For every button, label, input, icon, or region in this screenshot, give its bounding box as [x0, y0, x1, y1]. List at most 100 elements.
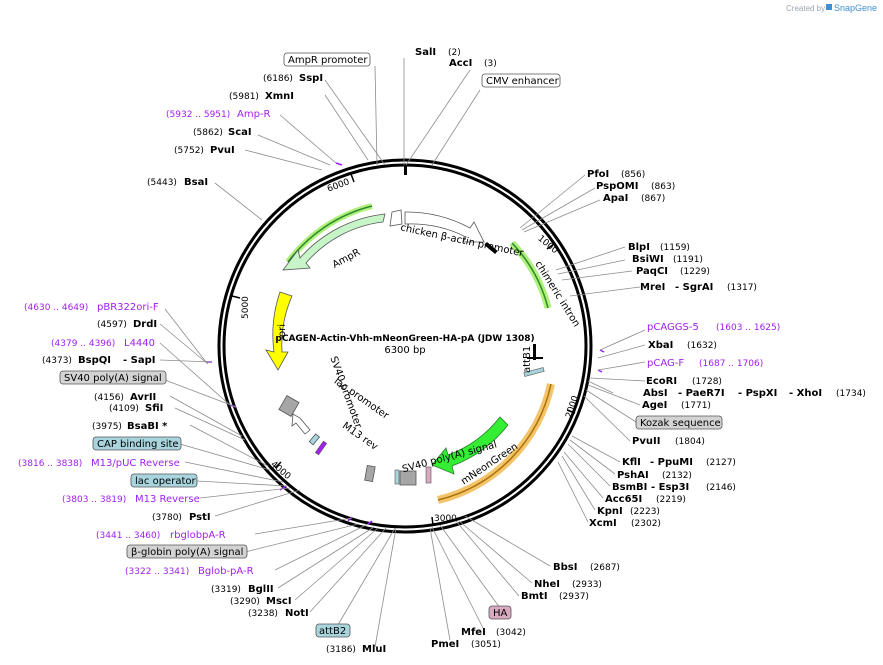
feature-label-sv40-pa[interactable]: SV40 poly(A) signal [59, 370, 167, 385]
attb2-box [394, 469, 400, 485]
enzyme-mlui[interactable]: MluI [362, 644, 386, 655]
enzyme-avrii[interactable]: AvrII [130, 392, 156, 403]
enzyme-pvui-pos: (5752) [174, 146, 204, 156]
enzyme-pspomi[interactable]: PspOMI [596, 181, 638, 192]
enzyme-pmei[interactable]: PmeI [431, 639, 459, 650]
enzyme-noti[interactable]: NotI [285, 608, 309, 619]
enzyme-scai-pos: (5862) [193, 128, 223, 138]
enzyme-psti-pos: (3780) [152, 513, 182, 523]
enzyme-psti[interactable]: PstI [189, 512, 211, 523]
enzyme-absi[interactable]: AbsI [643, 388, 668, 399]
enzyme-xmni-pos: (5981) [229, 92, 259, 102]
enzyme-msci[interactable]: MscI [266, 596, 292, 607]
leader-lines [159, 58, 646, 648]
enzyme-xcmi[interactable]: XcmI [589, 518, 617, 529]
enzyme-paqci-pos: (1229) [680, 267, 710, 277]
enzyme-ecori[interactable]: EcoRI [646, 376, 677, 387]
blpi-bar [484, 241, 498, 255]
primer-pbr322[interactable]: pBR322ori-F [97, 302, 159, 313]
enzyme-bsabi[interactable]: BsaBI * [127, 421, 168, 432]
enzyme-kpni[interactable]: KpnI [597, 506, 623, 517]
primer-m13puc[interactable]: M13/pUC Reverse [91, 458, 180, 469]
feature-label-cap-binding[interactable]: CAP binding site [92, 436, 182, 451]
chicken-actin-promoter-feature [404, 211, 485, 243]
primer-ampr[interactable]: Amp-R [237, 109, 271, 120]
enzyme-drdi[interactable]: DrdI [133, 319, 157, 330]
enzyme-pspxi[interactable]: - PspXI [738, 388, 777, 399]
enzyme-xbai[interactable]: XbaI [648, 340, 673, 351]
enzyme-bmti-pos: (2937) [559, 592, 589, 602]
enzyme-bsiwi[interactable]: BsiWI [632, 254, 664, 265]
enzyme-mrei[interactable]: MreI [640, 282, 665, 293]
svg-text:Kozak sequence: Kozak sequence [640, 418, 721, 429]
enzyme-bspqi[interactable]: BspQI [78, 355, 111, 366]
label-ampr: AmpR [331, 247, 363, 271]
enzyme-bsai[interactable]: BsaI [184, 177, 208, 188]
enzyme-sali[interactable]: SalI [415, 47, 436, 58]
cap-site-box [308, 433, 321, 446]
primer-pcaggs5[interactable]: pCAGGS-5 [647, 322, 699, 333]
enzyme-pshai-pos: (2132) [662, 471, 692, 481]
primer-m13rev[interactable]: M13 Reverse [135, 494, 200, 505]
primer-bglobpa[interactable]: Bglob-pA-R [198, 566, 254, 577]
enzyme-bglii[interactable]: BglII [248, 584, 274, 595]
enzyme-pvuii[interactable]: PvuII [632, 436, 660, 447]
enzyme-agei-pos: (1771) [681, 401, 711, 411]
feature-label-attb2[interactable]: attB2 [315, 623, 351, 638]
enzyme-bsai-pos: (5443) [147, 178, 177, 188]
primer-rbglobpa[interactable]: rbglobpA-R [170, 530, 226, 541]
enzyme-mfei[interactable]: MfeI [461, 627, 486, 638]
m13-box [314, 440, 328, 456]
enzyme-ecori-pos: (1728) [692, 377, 722, 387]
enzyme-pfoi[interactable]: PfoI [587, 169, 609, 180]
enzyme-drdi-pos: (4597) [97, 320, 127, 330]
enzyme-bbsi[interactable]: BbsI [553, 562, 577, 573]
enzyme-apai[interactable]: ApaI [603, 193, 628, 204]
enzyme-pvuii-pos: (1804) [675, 437, 705, 447]
feature-label-ampr-promoter[interactable]: AmpR promoter [283, 52, 371, 67]
enzyme-pshai[interactable]: PshAI [617, 470, 649, 481]
ampr-feature [282, 213, 386, 271]
enzyme-pvui[interactable]: PvuI [210, 145, 235, 156]
enzyme-bsmbi[interactable]: BsmBI [612, 482, 647, 493]
enzyme-nhei[interactable]: NheI [534, 579, 560, 590]
svg-text:HA: HA [493, 608, 508, 619]
enzyme-kfli[interactable]: KflI [622, 457, 641, 468]
enzyme-sfii[interactable]: SfiI [145, 403, 163, 414]
svg-text:lac operator: lac operator [135, 476, 196, 487]
enzyme-ppumi[interactable]: - PpuMI [650, 457, 693, 468]
enzyme-sgrai[interactable]: - SgrAI [675, 282, 713, 293]
enzyme-sapi[interactable]: - SapI [123, 355, 155, 366]
enzyme-agei[interactable]: AgeI [642, 400, 667, 411]
enzyme-xcmi-pos: (2302) [631, 519, 661, 529]
enzyme-xmni[interactable]: XmnI [265, 91, 294, 102]
enzyme-acci[interactable]: AccI [449, 58, 472, 69]
feature-label-beta-globin-pa[interactable]: β-globin poly(A) signal [126, 544, 248, 559]
enzyme-paer7i[interactable]: - PaeR7I [678, 388, 725, 399]
feature-label-kozak[interactable]: Kozak sequence [635, 415, 723, 430]
feature-label-lac-operator[interactable]: lac operator [130, 473, 198, 488]
ampr-green-arc [287, 205, 373, 263]
enzyme-sspi-pos: (6186) [263, 74, 293, 84]
attb1-bar [523, 367, 545, 377]
enzyme-esp3i[interactable]: - Esp3I [651, 482, 689, 493]
enzyme-acc65i[interactable]: Acc65I [605, 494, 642, 505]
enzyme-bspqi-pos: (4373) [42, 356, 72, 366]
primer-l4440[interactable]: L4440 [124, 338, 155, 349]
primer-ampr-pos: (5932 .. 5951) [166, 110, 230, 120]
enzyme-xhoi[interactable]: - XhoI [789, 388, 822, 399]
enzyme-bmti[interactable]: BmtI [521, 591, 548, 602]
ecori-bar [527, 357, 543, 359]
enzyme-sspi[interactable]: SspI [299, 73, 323, 84]
feature-label-ha[interactable]: HA [488, 605, 512, 620]
primer-pbr322-pos: (4630 .. 4649) [24, 303, 88, 313]
primer-pcagf[interactable]: pCAG-F [647, 358, 684, 369]
enzyme-paqci[interactable]: PaqCI [636, 266, 668, 277]
enzyme-scai[interactable]: ScaI [228, 127, 252, 138]
feature-label-cmv-enhancer[interactable]: CMV enhancer [481, 73, 561, 88]
primer-m13rev-pos: (3803 .. 3819) [62, 495, 126, 505]
enzyme-avrii-pos: (4156) [94, 393, 124, 403]
enzyme-blpi[interactable]: BlpI [628, 242, 650, 253]
enzyme-bsiwi-pos: (1191) [673, 255, 703, 265]
